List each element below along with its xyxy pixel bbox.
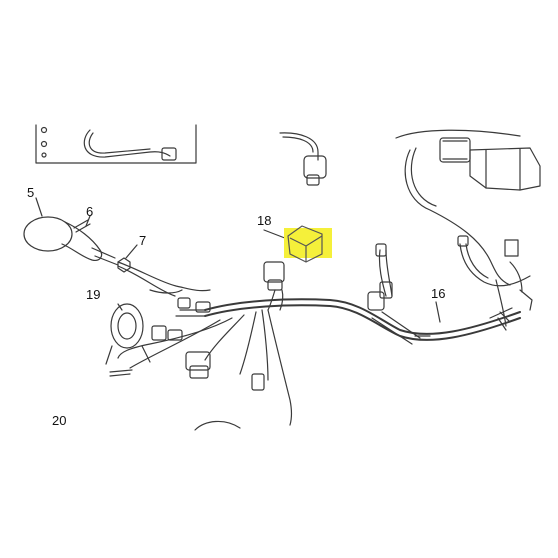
callout-7: 7 <box>139 233 147 248</box>
inset-detail <box>35 124 197 164</box>
bottom-partial-part <box>194 420 241 431</box>
part-18-relay <box>284 225 332 263</box>
top-connector <box>279 132 327 186</box>
callout-20: 20 <box>52 413 67 428</box>
part-5-indicator <box>23 216 211 297</box>
main-harness <box>204 298 521 345</box>
callout-18: 18 <box>257 213 272 228</box>
callout-6: 6 <box>86 204 94 219</box>
part-6-screw <box>73 219 91 233</box>
callout-19: 19 <box>86 287 101 302</box>
callout-16: 16 <box>431 286 446 301</box>
branch-connectors <box>151 261 393 391</box>
part-19-horn <box>105 303 151 365</box>
harness-branches <box>109 289 293 426</box>
part-7-nut <box>117 257 131 273</box>
ecu-module <box>395 129 541 286</box>
callout-5: 5 <box>27 185 35 200</box>
right-branches <box>375 235 533 331</box>
